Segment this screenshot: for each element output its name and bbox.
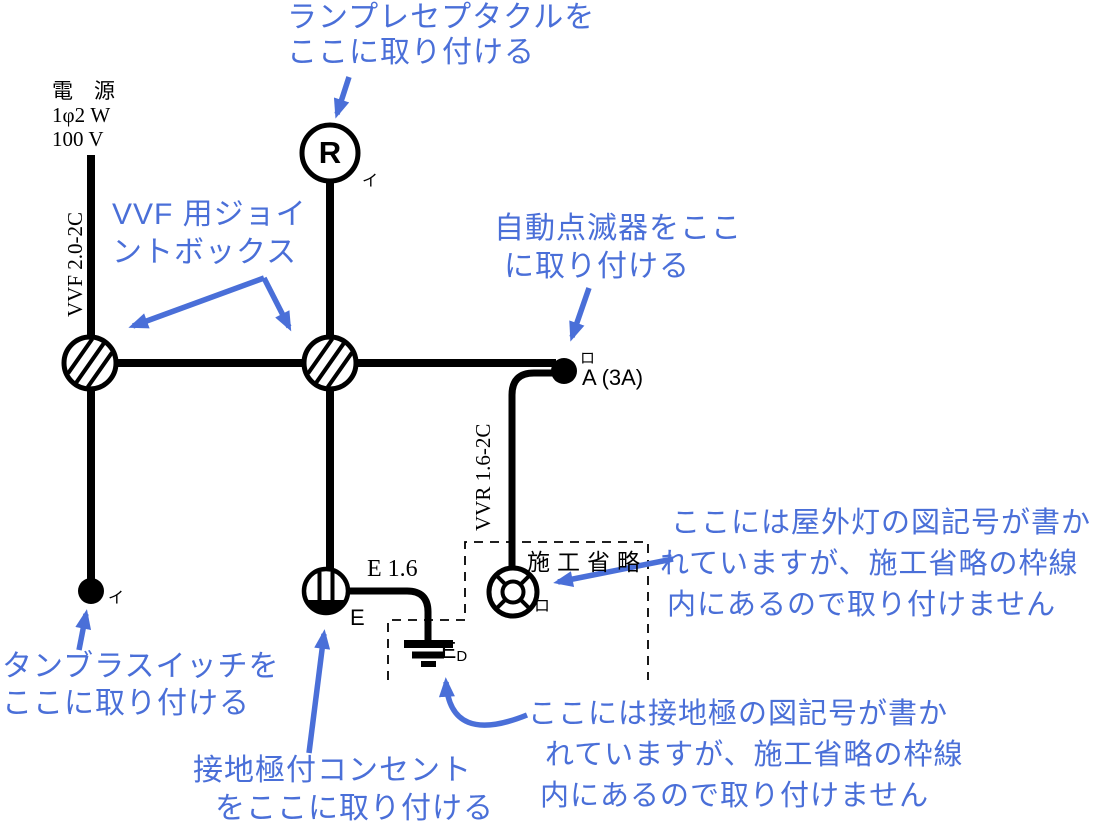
wire-outlet-to-earth	[347, 587, 432, 642]
note-line: れていますが、施工省略の枠線	[660, 548, 1079, 580]
power-source-line1: 電 源	[52, 79, 115, 103]
tumbler-switch-position-dot	[78, 578, 104, 604]
outdoor-light-marker: ロ	[534, 598, 551, 615]
note-line: 内にあるので取り付けません	[667, 589, 1057, 621]
wire-flasher-to-outdoor-light	[508, 369, 556, 569]
auto-flasher-position-dot	[551, 358, 577, 384]
lamp-circuit-marker: イ	[362, 173, 379, 190]
note-line: タンブラスイッチを	[2, 650, 280, 683]
power-source-line3: 100 V	[52, 127, 104, 151]
note-line: 自動点滅器をここ	[494, 212, 742, 245]
outdoor-light-symbol	[486, 565, 540, 619]
note-line: ここには接地極の図記号が書か	[528, 698, 949, 730]
power-source-label: 電 源 1φ2 W 100 V	[52, 79, 115, 151]
arrow-to-outdoor-light	[553, 556, 674, 587]
note-auto-flasher: 自動点滅器をここ に取り付ける	[494, 210, 742, 286]
note-line: をここに取り付ける	[215, 792, 494, 825]
note-lamp-receptacle: ランプレセプタクルを ここに取り付ける	[287, 0, 595, 70]
joint-box-2-symbol	[301, 334, 359, 392]
power-source-line2: 1φ2 W	[52, 103, 111, 127]
arrow-to-tumbler-switch	[75, 609, 92, 651]
note-outdoor-light: ここには屋外灯の図記号が書か れていますが、施工省略の枠線 内にあるので取り付け…	[660, 503, 1091, 626]
earth-label-main: E	[441, 637, 457, 663]
cable-label-e16: E 1.6	[367, 556, 418, 582]
lamp-receptacle-letter: R	[318, 135, 342, 170]
note-line: ここに取り付ける	[2, 687, 250, 720]
joint-box-1-symbol	[61, 334, 119, 392]
note-line: ここには屋外灯の図記号が書か	[671, 507, 1092, 539]
note-line: に取り付ける	[504, 250, 690, 283]
note-line: ここに取り付ける	[287, 36, 535, 69]
arrow-to-lamp-receptacle	[333, 76, 352, 119]
arrow-to-auto-flasher	[569, 287, 592, 342]
arrow-to-earth-symbol	[438, 677, 529, 728]
arrow-to-grounded-outlet	[306, 629, 331, 754]
note-line: れていますが、施工省略の枠線	[545, 739, 964, 771]
earth-symbol	[404, 640, 453, 667]
omission-box-label: 施工省略	[527, 550, 647, 575]
arrow-to-joint-box-2	[261, 276, 292, 332]
note-line: ランプレセプタクルを	[287, 1, 596, 34]
switch-circuit-marker: イ	[108, 590, 125, 607]
note-tumbler-switch: タンブラスイッチを ここに取り付ける	[2, 648, 280, 722]
lamp-receptacle-symbol	[299, 122, 361, 184]
flasher-rating-label: A (3A)	[582, 365, 644, 390]
note-line: VVF 用ジョイ	[112, 198, 307, 231]
flasher-circuit-marker: ロ	[580, 350, 596, 367]
note-line: 内にあるので取り付けません	[540, 780, 930, 812]
note-joint-box: VVF 用ジョイ ントボックス	[112, 196, 307, 272]
note-earth: ここには接地極の図記号が書か れていますが、施工省略の枠線 内にあるので取り付け…	[528, 694, 964, 817]
note-line: ントボックス	[112, 236, 298, 269]
earth-symbol-label: ED	[441, 637, 467, 665]
earth-label-sub: D	[456, 648, 468, 665]
grounded-outlet-symbol	[301, 566, 351, 616]
cable-label-vvr: VVR 1.6-2C	[471, 423, 495, 531]
arrow-to-joint-box-1	[128, 275, 265, 329]
cable-label-vvf: VVF 2.0-2C	[63, 211, 87, 317]
note-line: 接地極付コンセント	[193, 754, 472, 787]
note-grounded-outlet: 接地極付コンセント をここに取り付ける	[193, 752, 494, 828]
outlet-earth-label: E	[350, 605, 365, 630]
